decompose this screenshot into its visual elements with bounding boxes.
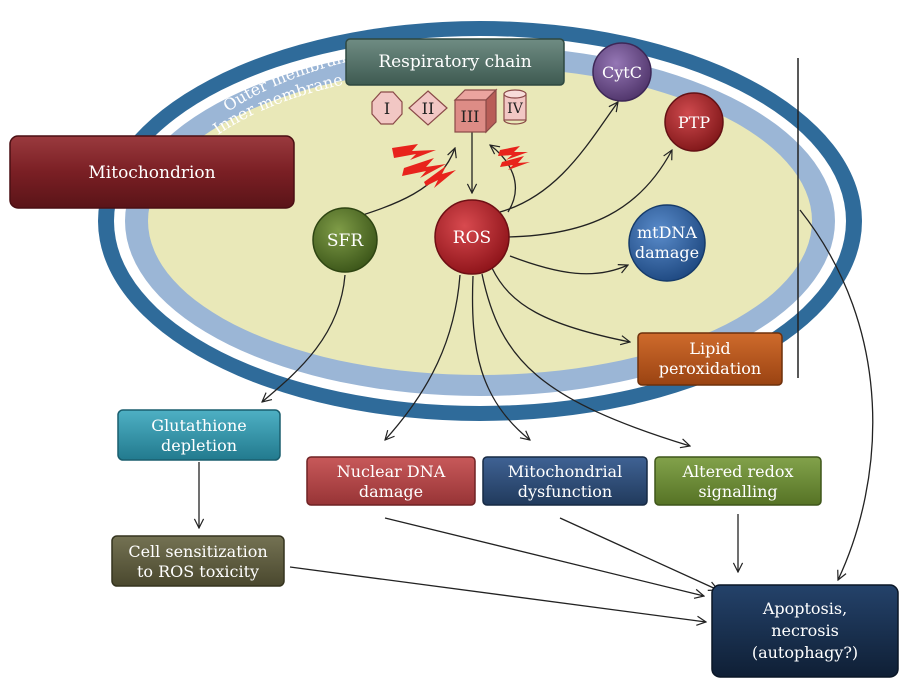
arrow-bracket-to-apoptosis — [799, 209, 874, 580]
arrow-ros-to-cytc — [499, 102, 618, 213]
cytc-circle: CytC — [592, 42, 652, 102]
complex-ii: II — [408, 90, 448, 126]
glutathione-depletion-box: Glutathione depletion — [117, 409, 281, 461]
mtdna-label-line1: mtDNA — [637, 223, 697, 242]
sfr-label: SFR — [327, 231, 364, 251]
mtdna-label-line2: damage — [635, 243, 699, 262]
lightning-icon — [500, 156, 530, 170]
arrow-ros-to-redox — [481, 273, 690, 446]
complex-iv-label: IV — [507, 101, 524, 117]
ptp-circle: PTP — [664, 92, 724, 152]
complex-i-label: I — [384, 99, 390, 118]
arrow-nuclear-to-apoptosis — [384, 517, 704, 596]
cytc-label: CytC — [602, 63, 642, 82]
arrow-ros-to-lipid — [491, 267, 630, 342]
complex-iii: III — [453, 88, 498, 134]
arrow-ros-to-mtdna — [509, 255, 628, 275]
mitochondrion-box: Mitochondrion — [9, 135, 295, 209]
apoptosis-label-line3: (autophagy?) — [752, 643, 858, 662]
lipid-peroxidation-box: Lipid peroxidation — [637, 332, 783, 386]
glutathione-label-line1: Glutathione — [151, 416, 246, 435]
respiratory-chain-box: Respiratory chain — [345, 38, 565, 86]
mitochondrion-label: Mitochondrion — [88, 163, 215, 183]
ros-circle: ROS — [434, 199, 510, 275]
ros-burst-icons — [392, 144, 530, 188]
lipid-label-line1: Lipid — [689, 339, 730, 358]
arrow-ros-to-ptp — [507, 150, 672, 238]
nuclear-dna-label-line1: Nuclear DNA — [337, 462, 446, 481]
altered-redox-box: Altered redox signalling — [654, 456, 822, 506]
mito-dysfunction-label-line2: dysfunction — [518, 482, 612, 501]
cell-sensitization-box: Cell sensitization to ROS toxicity — [111, 535, 285, 587]
apoptosis-box: Apoptosis, necrosis (autophagy?) — [711, 584, 899, 678]
mtdna-circle: mtDNA damage — [628, 204, 706, 282]
apoptosis-label-line1: Apoptosis, — [762, 599, 847, 618]
lightning-icon — [402, 158, 446, 178]
arrow-ros-to-mito-dysfunction — [471, 275, 530, 440]
ros-label: ROS — [453, 228, 491, 248]
arrow-ros-to-complex — [490, 145, 517, 213]
arrow-sfr-to-glutathione — [262, 274, 346, 402]
complex-iii-label: III — [461, 107, 480, 126]
mitochondrial-dysfunction-box: Mitochondrial dysfunction — [482, 456, 648, 506]
altered-redox-label-line2: signalling — [698, 482, 777, 501]
nuclear-dna-label-line2: damage — [359, 482, 423, 501]
altered-redox-label-line1: Altered redox — [681, 462, 793, 481]
cell-sensitization-label-line1: Cell sensitization — [128, 542, 267, 561]
arrow-ros-to-nuclear — [385, 274, 461, 440]
lipid-label-line2: peroxidation — [659, 359, 761, 378]
lightning-icon — [498, 146, 528, 160]
complex-iv: IV — [503, 89, 527, 125]
mito-dysfunction-label-line1: Mitochondrial — [508, 462, 622, 481]
lightning-icon — [392, 144, 436, 160]
respiratory-chain-label: Respiratory chain — [378, 52, 531, 72]
glutathione-label-line2: depletion — [161, 436, 237, 455]
complex-i: I — [371, 91, 403, 125]
ptp-label: PTP — [678, 113, 710, 132]
apoptosis-label-line2: necrosis — [771, 621, 839, 640]
cell-sensitization-label-line2: to ROS toxicity — [137, 562, 259, 581]
sfr-circle: SFR — [312, 207, 378, 273]
nuclear-dna-damage-box: Nuclear DNA damage — [306, 456, 476, 506]
arrow-sensitization-to-apoptosis — [289, 566, 706, 622]
lightning-icon — [424, 166, 456, 188]
arrow-mito-dysfunction-to-apoptosis — [559, 517, 718, 590]
complex-ii-label: II — [422, 99, 435, 118]
